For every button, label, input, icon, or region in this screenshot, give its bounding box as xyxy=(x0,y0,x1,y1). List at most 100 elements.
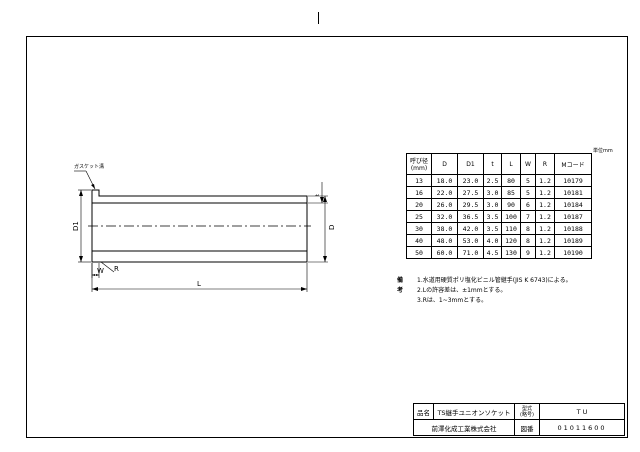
cell-l: 80 xyxy=(501,174,521,187)
cell-d: 48.0 xyxy=(431,234,458,247)
cell-m-code: 10189 xyxy=(554,234,592,247)
drawing-frame xyxy=(26,36,628,438)
note-item: 3.Rは、1~3mmとする。 xyxy=(417,297,488,304)
cell-r: 1.2 xyxy=(535,198,555,211)
cell-t: 4.0 xyxy=(483,234,502,247)
cell-l: 85 xyxy=(501,186,521,199)
cell-r: 1.2 xyxy=(535,234,555,247)
cell-d: 26.0 xyxy=(431,198,458,211)
l-label: L xyxy=(197,280,201,288)
cell-d1: 29.5 xyxy=(457,198,484,211)
company-name: 前澤化成工業株式会社 xyxy=(413,419,515,436)
d-arrow-top xyxy=(323,196,327,202)
header-l: L xyxy=(501,153,521,175)
header-r: R xyxy=(535,153,555,175)
header-d: D xyxy=(431,153,458,175)
cell-m-code: 10181 xyxy=(554,186,592,199)
cell-r: 1.2 xyxy=(535,210,555,223)
note-item: 2.Lの許容差は、±1mmとする。 xyxy=(417,287,507,294)
cell-nominal: 50 xyxy=(406,246,432,259)
cell-l: 100 xyxy=(501,210,521,223)
name-label: 品名 xyxy=(413,403,434,420)
w-arrow-right xyxy=(96,274,99,276)
cell-d1: 53.0 xyxy=(457,234,484,247)
cell-w: 5 xyxy=(520,186,536,199)
cell-r: 1.2 xyxy=(535,246,555,259)
pipe-outline xyxy=(91,189,308,263)
cell-m-code: 10190 xyxy=(554,246,592,259)
note-item: 1.水道用硬質ポリ塩化ビニル管継手(JIS K 6743)による。 xyxy=(417,277,572,284)
d1-arrow-top xyxy=(79,190,83,196)
header-d1: D1 xyxy=(457,153,484,175)
cell-t: 3.0 xyxy=(483,186,502,199)
cell-nominal: 30 xyxy=(406,222,432,235)
title-block: 品名 TS継手ユニオンソケット 型式 (略号) T U 前澤化成工業株式会社 図… xyxy=(413,403,625,436)
sheet-center-mark xyxy=(318,12,319,24)
d-label: D xyxy=(328,225,336,230)
cell-r: 1.2 xyxy=(535,222,555,235)
d1-label: D1 xyxy=(72,221,80,231)
cell-d1: 42.0 xyxy=(457,222,484,235)
header-m-code: Mコード xyxy=(554,153,592,175)
model-value: T U xyxy=(539,403,625,420)
r-label: R xyxy=(114,265,119,273)
cell-m-code: 10184 xyxy=(554,198,592,211)
cell-t: 2.5 xyxy=(483,174,502,187)
cell-nominal: 20 xyxy=(406,198,432,211)
cell-m-code: 10188 xyxy=(554,222,592,235)
notes-list: 1.水道用硬質ポリ塩化ビニル管継手(JIS K 6743)による。 2.Lの許容… xyxy=(417,276,572,306)
model-label-top: 型式 xyxy=(521,405,532,412)
cell-d: 32.0 xyxy=(431,210,458,223)
notes-label: 備考 xyxy=(397,277,404,294)
cell-l: 90 xyxy=(501,198,521,211)
cell-l: 130 xyxy=(501,246,521,259)
cell-w: 8 xyxy=(520,222,536,235)
d-arrow-bottom xyxy=(323,256,327,262)
cell-r: 1.2 xyxy=(535,174,555,187)
drawing-no-value: 01011600 xyxy=(539,419,625,436)
cell-t: 3.0 xyxy=(483,198,502,211)
cell-d: 18.0 xyxy=(431,174,458,187)
cell-d1: 36.5 xyxy=(457,210,484,223)
cell-t: 3.5 xyxy=(483,210,502,223)
name-value: TS継手ユニオンソケット xyxy=(433,403,515,420)
cell-r: 1.2 xyxy=(535,186,555,199)
cell-w: 5 xyxy=(520,174,536,187)
unit-label: 単位mm xyxy=(593,148,613,154)
cell-d1: 27.5 xyxy=(457,186,484,199)
d1-arrow-bottom xyxy=(79,256,83,262)
cell-d1: 23.0 xyxy=(457,174,484,187)
cell-t: 3.5 xyxy=(483,222,502,235)
l-arrow-right xyxy=(301,287,307,291)
header-t: t xyxy=(483,153,502,175)
l-arrow-left xyxy=(92,287,98,291)
cell-d: 38.0 xyxy=(431,222,458,235)
cell-w: 9 xyxy=(520,246,536,259)
cell-w: 6 xyxy=(520,198,536,211)
header-nominal: 呼び径 (mm) xyxy=(406,153,432,175)
r-leader xyxy=(100,261,115,273)
cell-d1: 71.0 xyxy=(457,246,484,259)
cell-w: 7 xyxy=(520,210,536,223)
cell-nominal: 40 xyxy=(406,234,432,247)
gasket-groove-label: ガスケット溝 xyxy=(74,163,104,170)
model-label-bottom: (略号) xyxy=(520,411,534,418)
cell-d: 22.0 xyxy=(431,186,458,199)
cell-m-code: 10179 xyxy=(554,174,592,187)
header-w: W xyxy=(520,153,536,175)
drawing-no-label: 図番 xyxy=(514,419,540,436)
cell-nominal: 25 xyxy=(406,210,432,223)
w-arrow-left xyxy=(92,274,95,276)
cell-l: 120 xyxy=(501,234,521,247)
gasket-arrow xyxy=(91,184,95,189)
cell-l: 110 xyxy=(501,222,521,235)
